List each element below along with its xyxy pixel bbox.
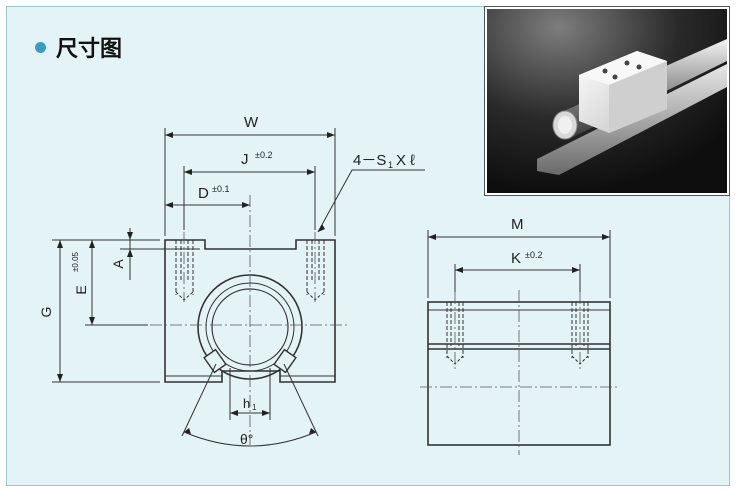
dim-E-label: E <box>73 285 89 294</box>
dim-J-label: J <box>241 151 249 168</box>
callout-bolt-rest: X ℓ <box>396 152 415 169</box>
dim-W-label: W <box>244 114 259 131</box>
bullet-icon <box>35 41 46 53</box>
section-heading: 尺寸图 <box>35 31 122 63</box>
dim-G-label: G <box>38 307 54 318</box>
dim-D-tolerance: ±0.1 <box>212 184 229 194</box>
dim-A-label: A <box>110 259 126 269</box>
dim-K-label: K <box>511 250 521 267</box>
callout-bolt-subscript: 1 <box>388 160 393 170</box>
section-title: 尺寸图 <box>56 37 123 62</box>
dim-theta-label: θ° <box>240 431 253 447</box>
callout-bolt-prefix: 4－S <box>353 152 386 169</box>
dim-D-label: D <box>198 185 209 202</box>
dim-K-tolerance: ±0.2 <box>525 250 542 260</box>
dim-E-tolerance: ±0.05 <box>71 251 80 272</box>
dim-J-tolerance: ±0.2 <box>255 150 272 160</box>
dim-h-label: h <box>243 396 250 411</box>
dim-M-label: M <box>511 216 524 233</box>
dim-h-subscript: 1 <box>252 403 257 412</box>
product-photo <box>484 6 730 196</box>
